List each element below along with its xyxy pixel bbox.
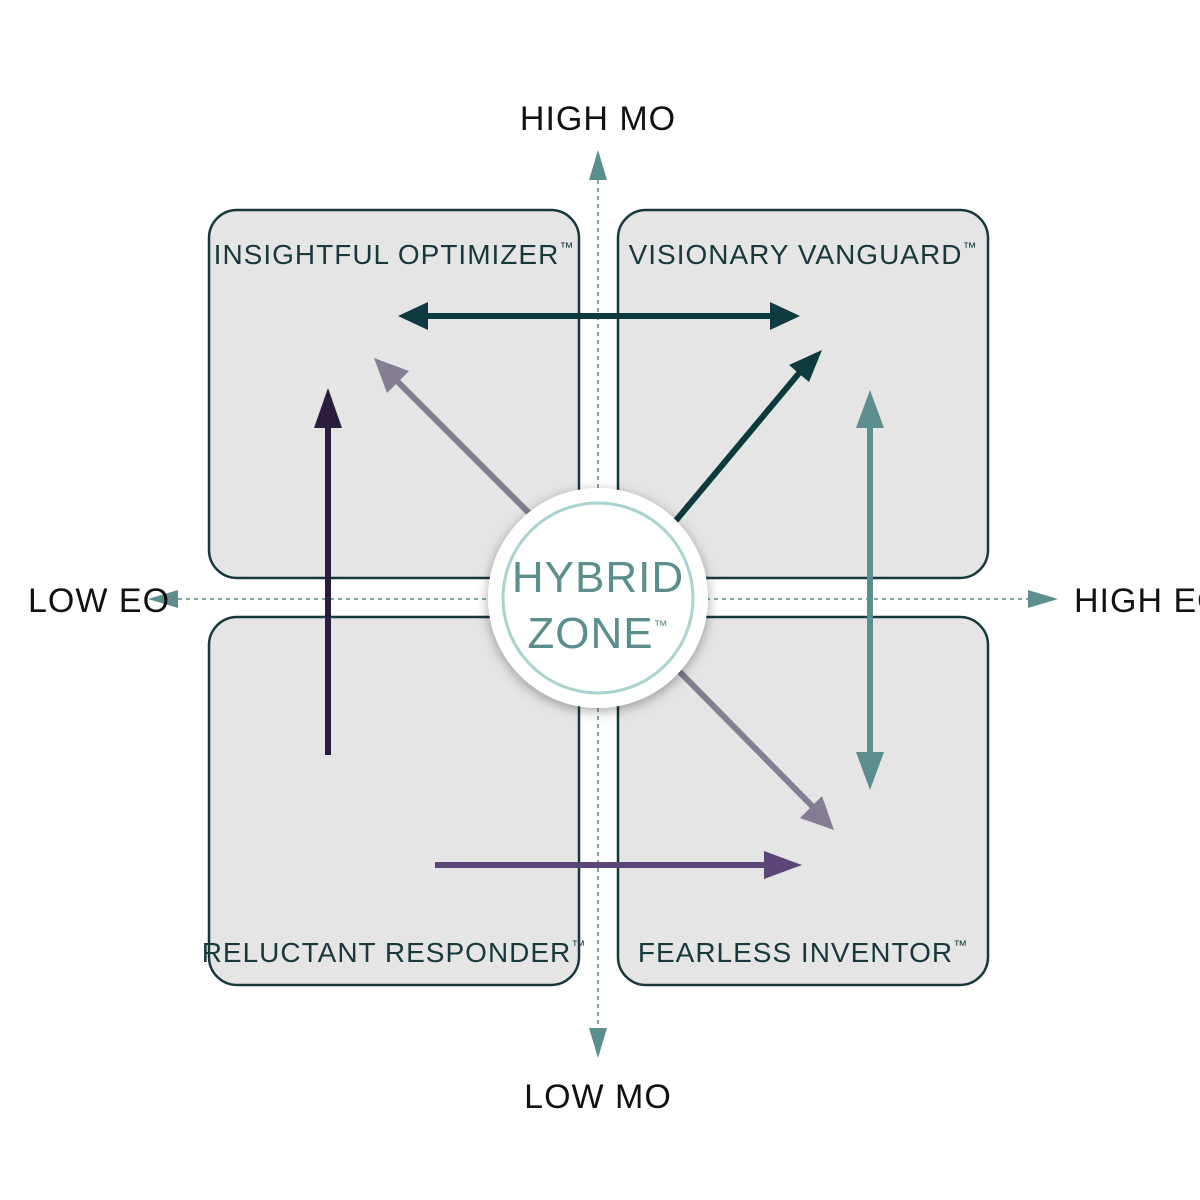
arrow-icon [374,358,533,517]
axis-arrow-up-icon [589,150,607,180]
arrow-icon [314,388,342,755]
arrow-icon [665,657,834,830]
hybrid-zone-line2: ZONE™ [527,609,668,658]
arrow-icon [435,851,802,879]
label-fearless-inventor: FEARLESS INVENTOR™ [638,937,968,968]
label-insightful-optimizer: INSIGHTFUL OPTIMIZER™ [214,239,575,270]
double-arrow-icon [856,390,884,790]
axis-label-high-mo: HIGH MO [520,100,676,138]
axis-label-low-eo: LOW EO [28,582,170,620]
axis-arrow-down-icon [589,1028,607,1058]
label-reluctant-responder: RELUCTANT RESPONDER™ [202,937,587,968]
arrow-icon [665,350,822,532]
hybrid-zone: HYBRID ZONE™ [488,488,708,708]
hybrid-zone-line1: HYBRID [512,553,684,602]
quadrant-insightful-optimizer [207,208,581,580]
axis-label-low-mo: LOW MO [524,1078,672,1116]
axis-label-high-eo: HIGH EO [1074,582,1200,620]
axis-arrow-right-icon [1028,590,1058,608]
double-arrow-icon [398,302,800,330]
quadrant-visionary-vanguard [616,208,990,580]
quadrant-reluctant-responder [207,615,581,987]
axis-arrow-left-icon [148,590,178,608]
label-visionary-vanguard: VISIONARY VANGUARD™ [629,239,978,270]
